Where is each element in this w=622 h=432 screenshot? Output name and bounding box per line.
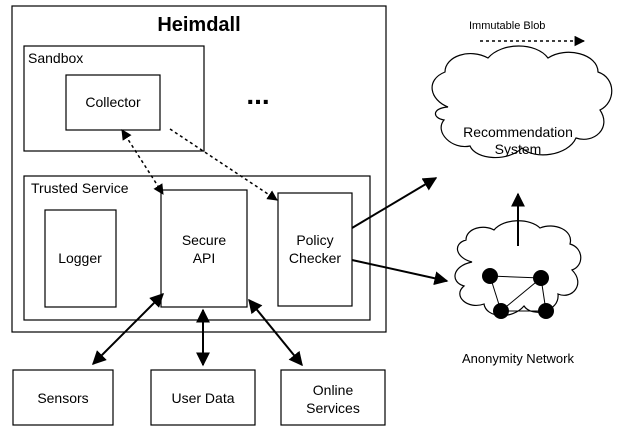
anonymity-network-cloud: [454, 220, 582, 317]
policy-to-recommendation-arrow: [351, 177, 438, 229]
network-node: [533, 270, 549, 286]
sandbox-label: Sandbox: [28, 50, 83, 66]
policy-to-anonymity-arrow: [351, 259, 449, 286]
policy-checker-label-2: Checker: [289, 250, 341, 266]
sensors-box: [12, 369, 114, 426]
recommendation-label-2: System: [495, 141, 542, 157]
anonymity-network-label: Anonymity Network: [462, 351, 574, 366]
logger-label: Logger: [58, 250, 102, 266]
collector-secure-api-arrow: [121, 129, 164, 195]
policy-checker-label-1: Policy: [296, 232, 333, 248]
collector-box: [65, 74, 161, 131]
legend-label: Immutable Blob: [469, 20, 545, 32]
network-node: [482, 268, 498, 284]
logger-box: [44, 209, 117, 308]
trusted-service-label: Trusted Service: [31, 180, 129, 196]
user-data-box: [150, 369, 256, 426]
online-services-label-2: Services: [306, 400, 360, 416]
online-services-secure-api-arrow: [248, 298, 303, 367]
secure-api-label-2: API: [193, 250, 216, 266]
policy-checker-box: [277, 192, 353, 307]
network-node: [538, 303, 554, 319]
collector-label: Collector: [85, 94, 141, 110]
recommendation-cloud: [431, 45, 613, 159]
online-services-box: [280, 369, 386, 426]
sensors-secure-api-arrow: [92, 293, 164, 365]
network-node: [493, 303, 509, 319]
secure-api-box: [160, 189, 248, 308]
secure-api-label-1: Secure: [182, 232, 227, 248]
user-data-label: User Data: [171, 390, 234, 406]
ellipsis: ...: [246, 79, 269, 110]
heimdall-title: Heimdall: [157, 14, 240, 36]
network-edge: [489, 275, 542, 279]
sensors-label: Sensors: [37, 390, 88, 406]
network-edge: [500, 277, 542, 312]
recommendation-label-1: Recommendation: [463, 124, 573, 140]
online-services-label-1: Online: [313, 382, 354, 398]
